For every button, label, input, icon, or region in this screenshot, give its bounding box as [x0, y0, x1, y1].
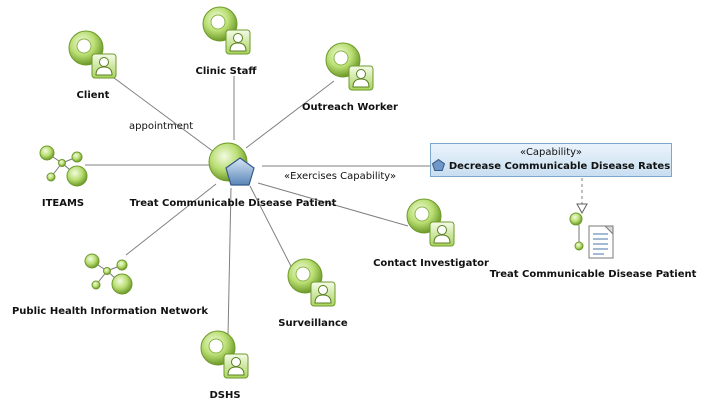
edge-label-appointment: appointment: [129, 121, 193, 132]
node-surveillance[interactable]: Surveillance: [278, 258, 348, 329]
actor-icon: [325, 42, 374, 91]
actor-icon: [68, 30, 117, 79]
node-client[interactable]: Client: [68, 30, 117, 101]
node-outreach-worker[interactable]: Outreach Worker: [302, 42, 398, 113]
node-iteams-label: ITEAMS: [42, 198, 84, 209]
edge-contact-investigator[interactable]: [257, 182, 409, 227]
node-center-label: Treat Communicable Disease Patient: [130, 198, 337, 209]
node-surveillance-label: Surveillance: [278, 318, 348, 329]
node-phin-label: Public Health Information Network: [12, 306, 208, 317]
node-iteams[interactable]: ITEAMS: [39, 145, 88, 209]
actor-icon: [406, 198, 455, 247]
network-icon: [84, 253, 133, 295]
pentagon-icon: [431, 159, 445, 171]
network-icon: [39, 145, 88, 187]
edge-phin[interactable]: [125, 183, 217, 256]
node-process-label: Treat Communicable Disease Patient: [490, 269, 697, 280]
edge-dshs[interactable]: [227, 187, 232, 337]
capability-stereotype: «Capability»: [520, 147, 582, 158]
node-client-label: Client: [77, 90, 110, 101]
node-phin[interactable]: Public Health Information Network: [12, 253, 208, 317]
edge-outreach-worker[interactable]: [245, 80, 335, 149]
node-contact-investigator-label: Contact Investigator: [373, 258, 489, 269]
node-center[interactable]: Treat Communicable Disease Patient: [130, 142, 337, 209]
capability-name: Decrease Communicable Disease Rates: [448, 161, 671, 172]
actor-icon: [287, 258, 336, 307]
node-clinic-staff[interactable]: Clinic Staff: [196, 6, 258, 77]
realization-arrow: [576, 178, 588, 215]
actor-icon: [202, 6, 251, 55]
node-dshs-label: DSHS: [209, 390, 240, 401]
node-process[interactable]: Treat Communicable Disease Patient: [490, 212, 697, 280]
node-dshs[interactable]: DSHS: [200, 330, 249, 401]
process-document-icon: [569, 212, 614, 259]
edge-surveillance[interactable]: [249, 185, 297, 277]
activity-icon: [208, 142, 255, 186]
edge-label-exercises-capability: «Exercises Capability»: [284, 171, 396, 182]
node-outreach-worker-label: Outreach Worker: [302, 102, 398, 113]
capability-box[interactable]: «Capability» Decrease Communicable Disea…: [430, 143, 672, 177]
actor-icon: [200, 330, 249, 379]
edge-client[interactable]: [105, 71, 219, 156]
node-contact-investigator[interactable]: Contact Investigator: [373, 198, 489, 269]
node-clinic-staff-label: Clinic Staff: [196, 66, 258, 77]
